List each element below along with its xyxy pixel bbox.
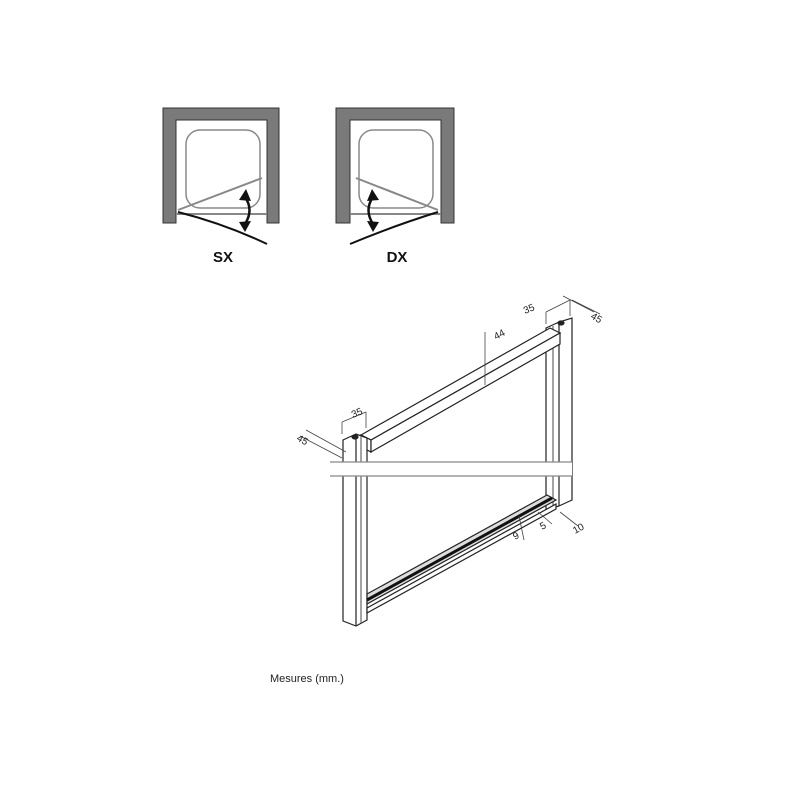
dim-top-right-width: 35 [522, 302, 537, 317]
sx-door-open [177, 177, 263, 211]
sx-label: SX [213, 249, 233, 266]
dx-door-open [355, 177, 439, 211]
sx-wall [162, 107, 280, 224]
sx-swing-line [177, 211, 268, 245]
sx-tray [185, 129, 261, 209]
measurement-caption: Mesures (mm.) [270, 673, 344, 685]
dim-bottom-b: 5 [538, 520, 548, 533]
dx-plan-view: DX [335, 107, 455, 266]
dim-top-right-depth: 45 [589, 311, 605, 326]
cut-band [330, 462, 572, 476]
dx-tray [358, 129, 434, 209]
dimension-lines [299, 295, 601, 541]
dx-wall [335, 107, 455, 224]
sx-plan-view: SX [162, 107, 280, 266]
dim-top-rail-height: 44 [492, 328, 507, 343]
dim-top-left-depth: 45 [295, 433, 311, 448]
frame-isometric [330, 317, 573, 627]
dim-bottom-c: 10 [571, 522, 586, 537]
dim-bottom-a: 9 [511, 530, 521, 543]
dx-rotation-arrow-icon [367, 189, 379, 232]
top-rail [359, 327, 562, 441]
sx-rotation-arrow-icon [239, 189, 251, 232]
dx-label: DX [387, 249, 408, 266]
dx-swing-line [349, 211, 439, 245]
dim-top-left-width: 35 [350, 406, 365, 421]
